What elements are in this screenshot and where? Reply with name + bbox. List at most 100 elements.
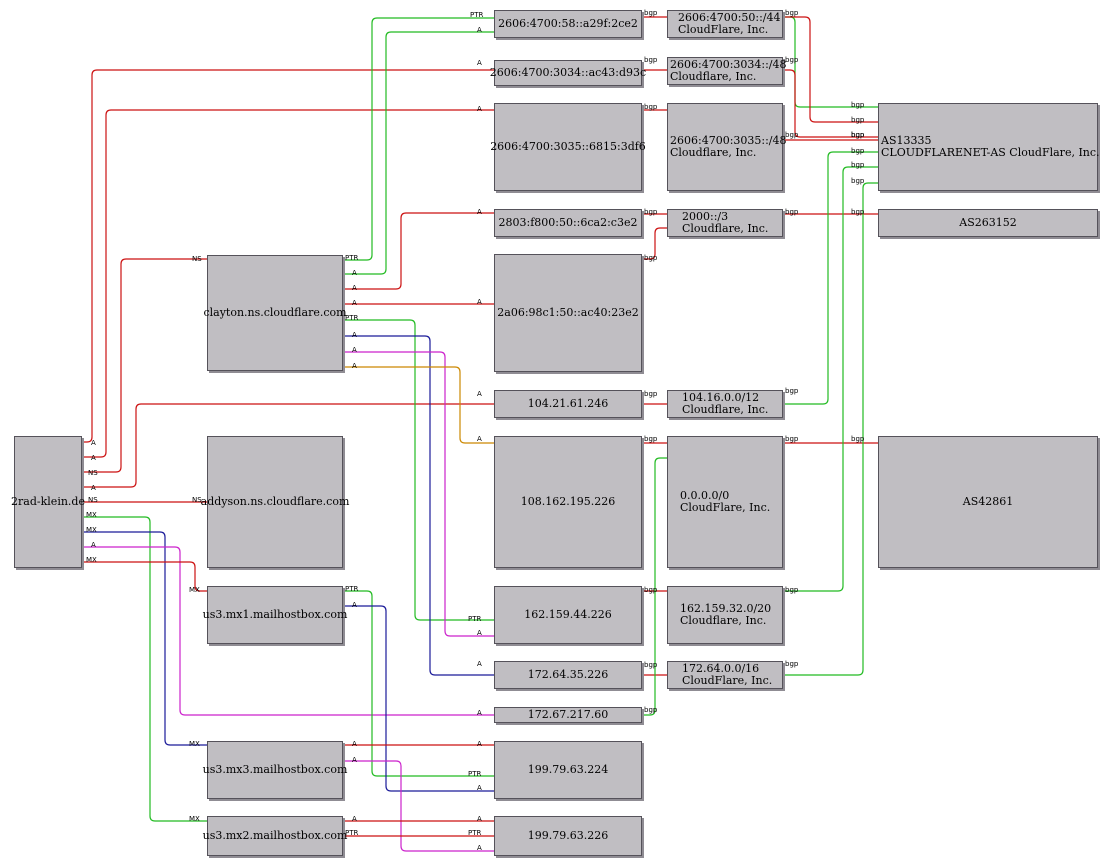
edge-label-ns: NS [88,469,98,477]
node-ip-162[interactable]: 162.159.44.226 [494,586,642,644]
edge-label-bgp: bgp [851,177,865,185]
node-pfx-104-16[interactable]: 104.16.0.0/12 Cloudflare, Inc. [667,390,783,418]
node-pfx-0[interactable]: 0.0.0.0/0 CloudFlare, Inc. [667,436,783,568]
edge-label-a: A [477,26,482,34]
edge-domain-us3mx3-mx [82,531,207,746]
edge-label-bgp: bgp [644,103,658,111]
node-pfx-162-159-line2: Cloudflare, Inc. [680,614,767,627]
node-pfx-162-159[interactable]: 162.159.32.0/20 Cloudflare, Inc. [667,586,783,644]
node-ip-172-64[interactable]: 172.64.35.226 [494,661,642,689]
node-pfx-4700-50[interactable]: 2606:4700:50::/44 CloudFlare, Inc. [667,10,783,38]
edge-label-a: A [352,815,357,823]
node-pfx-3034-line2: Cloudflare, Inc. [670,70,757,83]
edge-label-bgp: bgp [851,147,865,155]
node-pfx-3035[interactable]: 2606:4700:3035::/48 Cloudflare, Inc. [667,103,787,191]
edge-pfx_3034-as13335-bgp [783,69,878,138]
edge-label-a: A [91,439,96,447]
edge-label-a: A [477,390,482,398]
node-pfx-104-16-line2: Cloudflare, Inc. [682,403,769,416]
edge-label-ns: NS [192,255,202,263]
node-ip6-6815[interactable]: 2606:4700:3035::6815:3df6 [490,103,646,191]
node-domain-label: 2rad-klein.de [11,495,85,508]
edge-ip_172_67-pfx_0-bgp [642,457,667,716]
node-domain[interactable]: 2rad-klein.de [11,436,85,568]
node-us3-mx3[interactable]: us3.mx3.mailhostbox.com [203,741,347,799]
edge-label-ptr: PTR [345,254,359,262]
edge-label-ptr: PTR [468,829,482,837]
edge-label-mx: MX [86,526,97,534]
edge-label-mx: MX [189,740,200,748]
edge-pfx_162_159-as13335-bgp [783,166,878,592]
edge-label-a: A [477,784,482,792]
edge-ip6_2a06-pfx_2000-bgp [642,227,667,260]
node-ip-172-64-label: 172.64.35.226 [527,668,609,681]
edge-domain-us3mx1-mx [82,561,207,592]
node-us3-mx2-label: us3.mx2.mailhostbox.com [202,829,348,842]
node-ip-199-226-label: 199.79.63.226 [527,829,609,842]
node-ip-199-224-label: 199.79.63.224 [527,763,609,776]
edge-clayton-ip_162-ptr [343,319,494,621]
node-pfx-0-line2: CloudFlare, Inc. [680,501,771,514]
node-addyson-ns-label: addyson.ns.cloudflare.com [200,495,350,508]
node-pfx-3035-line1: 2606:4700:3035::/48 [670,134,787,147]
edge-label-a: A [477,629,482,637]
edge-label-bgp: bgp [785,586,799,594]
node-pfx-3034-line1: 2606:4700:3034::/48 [670,58,787,71]
edge-us3mx1-ip_199_224-a [343,605,494,792]
edge-pfx_104_16-as13335-bgp [783,151,878,405]
node-as263152[interactable]: AS263152 [878,209,1098,237]
node-ip-162-label: 162.159.44.226 [524,608,612,621]
edge-label-a: A [477,435,482,443]
node-pfx-172-64[interactable]: 172.64.0.0/16 CloudFlare, Inc. [667,661,783,689]
edge-label-a: A [477,709,482,717]
node-ip6-2a06-label: 2a06:98c1:50::ac40:23e2 [497,306,639,319]
node-ip6-a29f-label: 2606:4700:58::a29f:2ce2 [498,17,638,30]
edge-clayton-ip_172_64-a [343,335,494,676]
edge-label-ptr: PTR [468,770,482,778]
edge-label-bgp: bgp [644,254,658,262]
node-as42861[interactable]: AS42861 [878,436,1098,568]
edge-domain-ip6_ac43-a [82,69,494,443]
node-addyson-ns[interactable]: addyson.ns.cloudflare.com [201,436,349,568]
node-pfx-2000[interactable]: 2000::/3 Cloudflare, Inc. [667,209,783,237]
node-us3-mx2[interactable]: us3.mx2.mailhostbox.com [203,816,347,856]
edge-label-ptr: PTR [345,829,359,837]
edge-label-a: A [477,815,482,823]
node-ip-199-224[interactable]: 199.79.63.224 [494,741,642,799]
edge-label-bgp: bgp [851,116,865,124]
node-ip-104-21[interactable]: 104.21.61.246 [494,390,642,418]
node-ip6-a29f[interactable]: 2606:4700:58::a29f:2ce2 [494,10,642,38]
node-ip-108[interactable]: 108.162.195.226 [494,436,642,568]
edge-label-bgp: bgp [644,661,658,669]
node-pfx-3034[interactable]: 2606:4700:3034::/48 Cloudflare, Inc. [667,57,787,85]
node-ip-104-21-label: 104.21.61.246 [527,397,609,410]
node-as13335-line2: CLOUDFLARENET-AS CloudFlare, Inc. [881,146,1100,159]
edge-label-a: A [352,299,357,307]
edge-label-ptr: PTR [470,11,484,19]
edge-label-a: A [477,59,482,67]
edge-label-a: A [477,208,482,216]
node-ip-172-67-label: 172.67.217.60 [527,708,609,721]
edge-label-bgp: bgp [851,131,865,139]
node-ip6-2a06[interactable]: 2a06:98c1:50::ac40:23e2 [494,254,642,372]
edge-label-a: A [352,284,357,292]
node-ip6-ac43[interactable]: 2606:4700:3034::ac43:d93c [490,60,646,86]
edge-label-ptr: PTR [345,314,359,322]
node-clayton-ns[interactable]: clayton.ns.cloudflare.com [203,255,347,371]
edge-label-bgp: bgp [644,586,658,594]
edge-label-a: A [477,105,482,113]
edge-label-bgp: bgp [785,56,799,64]
node-ip-172-67[interactable]: 172.67.217.60 [494,707,642,723]
edge-label-mx: MX [189,815,200,823]
edge-label-ptr: PTR [345,585,359,593]
edge-label-bgp: bgp [644,56,658,64]
edge-label-a: A [477,298,482,306]
node-pfx-4700-50-line2: CloudFlare, Inc. [678,23,769,36]
node-ip6-2803[interactable]: 2803:f800:50::6ca2:c3e2 [494,209,642,237]
node-as42861-label: AS42861 [962,495,1014,508]
node-ip-199-226[interactable]: 199.79.63.226 [494,816,642,856]
node-as13335[interactable]: AS13335 CLOUDFLARENET-AS CloudFlare, Inc… [878,103,1100,191]
edge-label-mx: MX [189,586,200,594]
node-us3-mx1[interactable]: us3.mx1.mailhostbox.com [203,586,347,644]
node-pfx-162-159-line1: 162.159.32.0/20 [680,602,772,615]
